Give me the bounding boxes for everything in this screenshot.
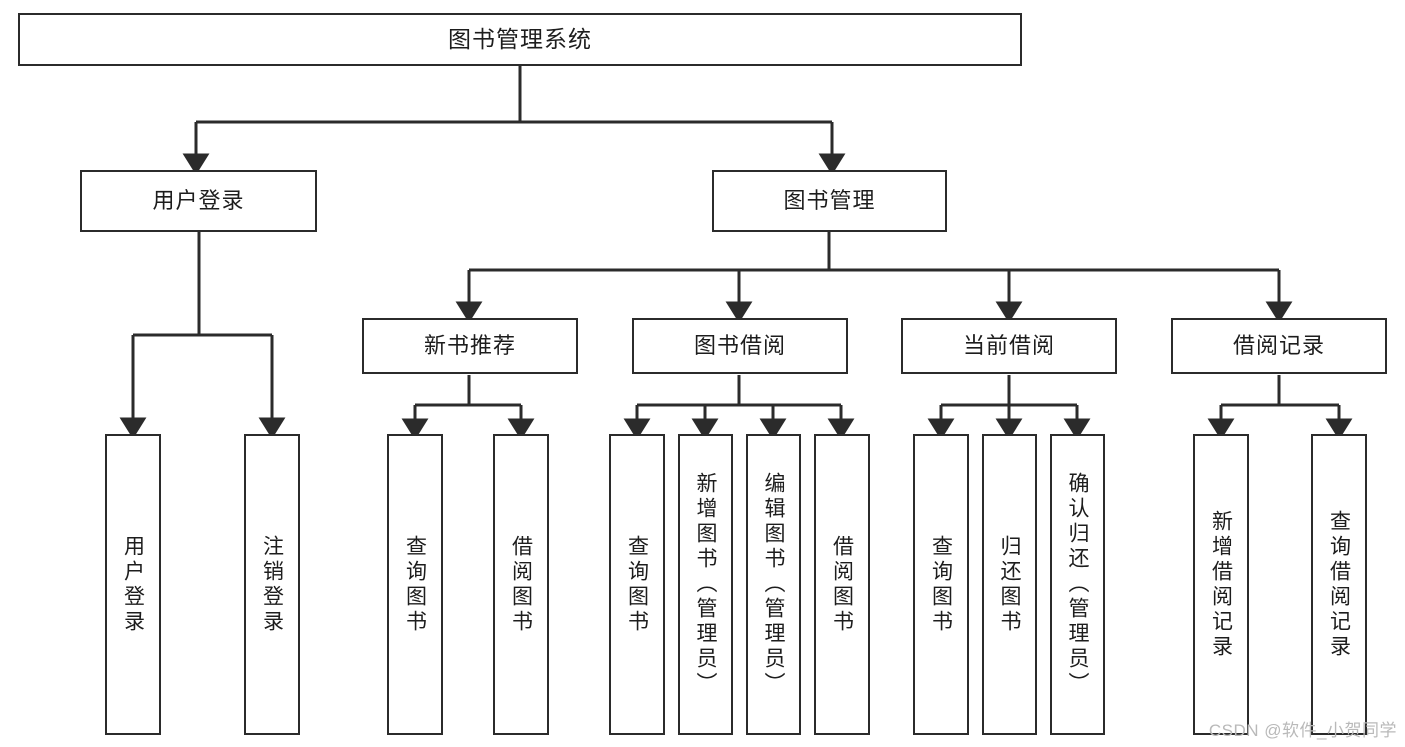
node-leaf-confirm-return[interactable]: 确认归还（管理员）: [1050, 434, 1105, 735]
node-label: 借阅图书: [509, 534, 533, 635]
node-label: 图书管理: [783, 187, 876, 213]
node-label: 确认归还（管理员）: [1066, 472, 1090, 697]
node-book-borrow[interactable]: 图书借阅: [632, 318, 848, 374]
node-label: 查询图书: [625, 534, 649, 635]
node-label: 新增借阅记录: [1209, 509, 1233, 660]
node-leaf-query-book-borrow[interactable]: 查询图书: [609, 434, 665, 735]
node-label: 图书借阅: [693, 332, 786, 358]
node-label: 注销登录: [260, 534, 284, 635]
node-label: 当前借阅: [962, 332, 1055, 358]
node-leaf-borrow-book[interactable]: 借阅图书: [814, 434, 870, 735]
node-label: 用户登录: [121, 534, 145, 635]
node-book-management[interactable]: 图书管理: [712, 170, 947, 232]
node-label: 借阅记录: [1232, 332, 1325, 358]
node-label: 编辑图书（管理员）: [762, 472, 786, 697]
node-new-book-recommend[interactable]: 新书推荐: [362, 318, 578, 374]
node-label: 借阅图书: [830, 534, 854, 635]
node-label: 新书推荐: [423, 332, 516, 358]
node-leaf-query-book-current[interactable]: 查询图书: [913, 434, 969, 735]
node-label: 图书管理系统: [448, 25, 592, 52]
node-leaf-edit-book[interactable]: 编辑图书（管理员）: [746, 434, 801, 735]
node-leaf-logout[interactable]: 注销登录: [244, 434, 300, 735]
node-label: 新增图书（管理员）: [694, 472, 718, 697]
node-label: 查询图书: [929, 534, 953, 635]
node-leaf-add-record[interactable]: 新增借阅记录: [1193, 434, 1249, 735]
node-current-borrow[interactable]: 当前借阅: [901, 318, 1117, 374]
node-leaf-borrow-book-recommend[interactable]: 借阅图书: [493, 434, 549, 735]
node-label: 查询借阅记录: [1327, 509, 1351, 660]
node-leaf-user-login[interactable]: 用户登录: [105, 434, 161, 735]
node-user-login[interactable]: 用户登录: [80, 170, 317, 232]
node-label: 查询图书: [403, 534, 427, 635]
node-leaf-return-book[interactable]: 归还图书: [982, 434, 1037, 735]
node-leaf-add-book[interactable]: 新增图书（管理员）: [678, 434, 733, 735]
node-label: 归还图书: [998, 534, 1022, 635]
node-root-system[interactable]: 图书管理系统: [18, 13, 1022, 66]
node-label: 用户登录: [152, 187, 245, 213]
node-leaf-query-record[interactable]: 查询借阅记录: [1311, 434, 1367, 735]
node-borrow-record[interactable]: 借阅记录: [1171, 318, 1387, 374]
node-leaf-query-book-recommend[interactable]: 查询图书: [387, 434, 443, 735]
watermark-text: CSDN @软件_小贺同学: [1208, 721, 1397, 740]
